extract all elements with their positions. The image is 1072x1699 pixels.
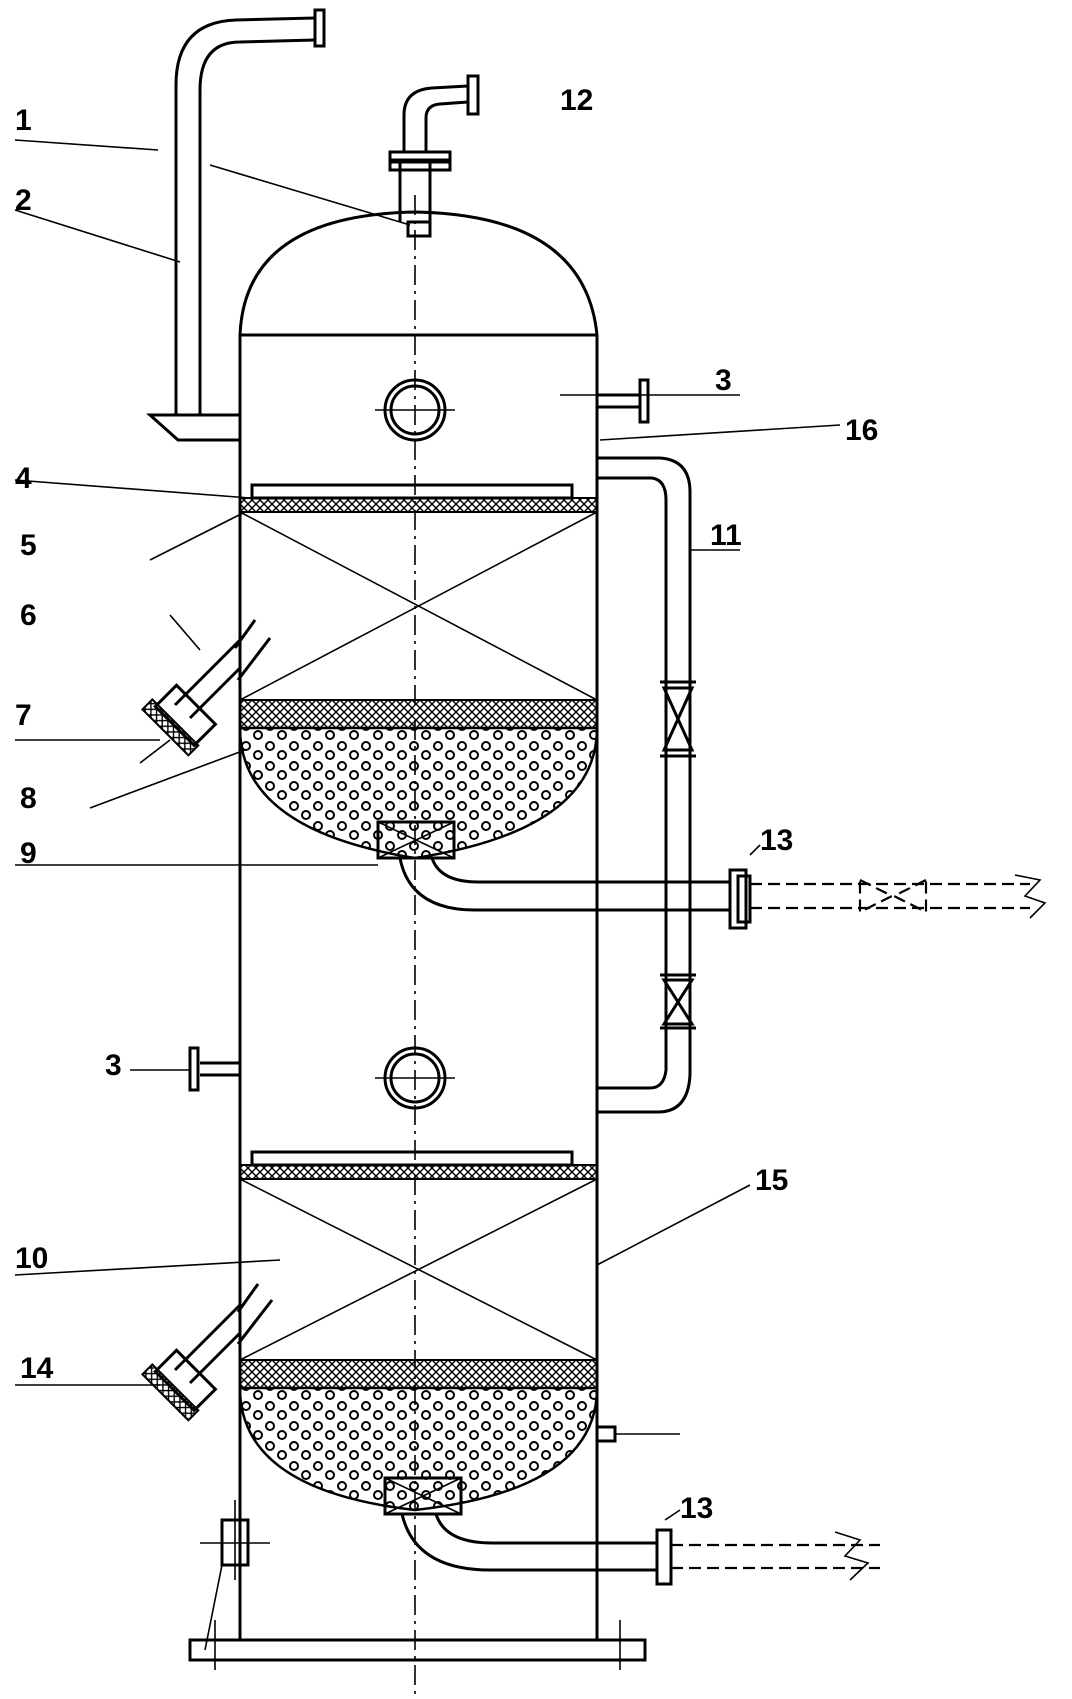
upper-side-nozzle (597, 378, 650, 424)
vent-pipe (146, 8, 326, 442)
label-12: 12 (560, 84, 593, 117)
support-base (188, 1500, 647, 1670)
upper-outlet-pipe (376, 820, 1047, 930)
leader-lines (14, 139, 841, 1521)
upper-side-opening (139, 619, 272, 764)
bypass-pipe (597, 456, 696, 1114)
label-5: 5 (20, 529, 37, 562)
lower-catalyst-bed (238, 1386, 599, 1512)
label-2: 2 (15, 184, 32, 217)
vessel-shell (238, 210, 599, 1640)
upper-manhole (375, 378, 455, 442)
label-11: 11 (710, 519, 742, 552)
lower-grid-plate (239, 1359, 598, 1389)
label-1: 1 (15, 104, 32, 137)
lower-side-nozzle (188, 1046, 240, 1092)
label-3-lower: 3 (105, 1049, 122, 1082)
label-13-upper: 13 (760, 824, 793, 857)
label-6: 6 (20, 599, 37, 632)
label-13-lower: 13 (680, 1492, 713, 1525)
lower-side-opening (141, 1283, 274, 1422)
label-10: 10 (15, 1242, 48, 1275)
upper-packing-bed (239, 511, 598, 701)
label-4: 4 (15, 462, 32, 495)
lower-liquid-distributor (239, 1150, 598, 1180)
drain-stub (595, 1425, 680, 1443)
label-15: 15 (755, 1164, 788, 1197)
label-3-upper: 3 (715, 364, 732, 397)
label-14: 14 (20, 1352, 54, 1385)
lower-packing-bed (239, 1178, 598, 1361)
lower-outlet-pipe (383, 1476, 880, 1586)
label-8: 8 (20, 782, 37, 815)
lower-manhole (375, 1046, 455, 1110)
upper-grid-plate (239, 699, 598, 729)
label-9: 9 (20, 837, 37, 870)
upper-liquid-distributor (239, 483, 598, 513)
top-outlet-nozzle (388, 74, 480, 238)
label-7: 7 (15, 699, 32, 732)
label-16: 16 (845, 414, 878, 447)
